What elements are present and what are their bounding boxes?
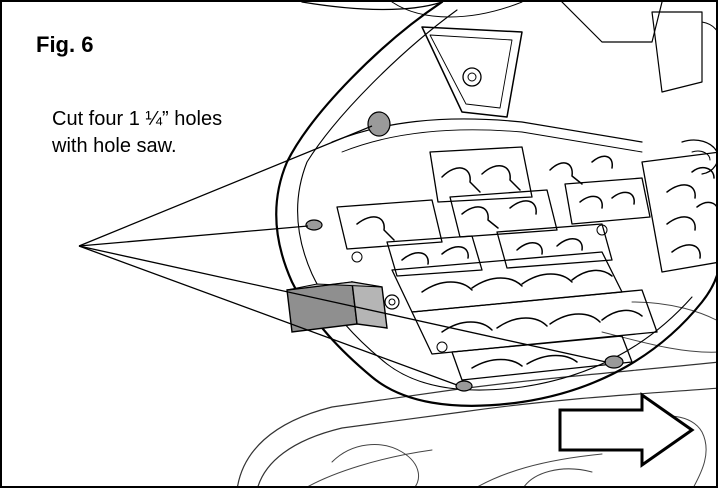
frame-tube [478,453,603,486]
frame-tube [308,449,433,486]
leader-lines [78,125,607,386]
grey-block [286,281,388,333]
floor-pan-outline [275,2,716,407]
frame-tube [301,2,443,11]
raised-panels [336,146,716,381]
right-arrow-outline-icon [558,392,695,468]
bolt-head [462,67,482,87]
tread-pattern [356,155,716,369]
hole-marker [604,355,624,369]
mount-bracket [421,26,523,118]
figure-label: Fig. 6 [36,32,94,57]
frame-tube [257,387,716,486]
hole-marker [367,111,391,137]
callout-text: Cut four 1 ¼” holes with hole saw. [52,108,223,157]
hole-markers [305,111,624,392]
hole-marker [455,380,473,392]
hole-marker [305,219,323,231]
